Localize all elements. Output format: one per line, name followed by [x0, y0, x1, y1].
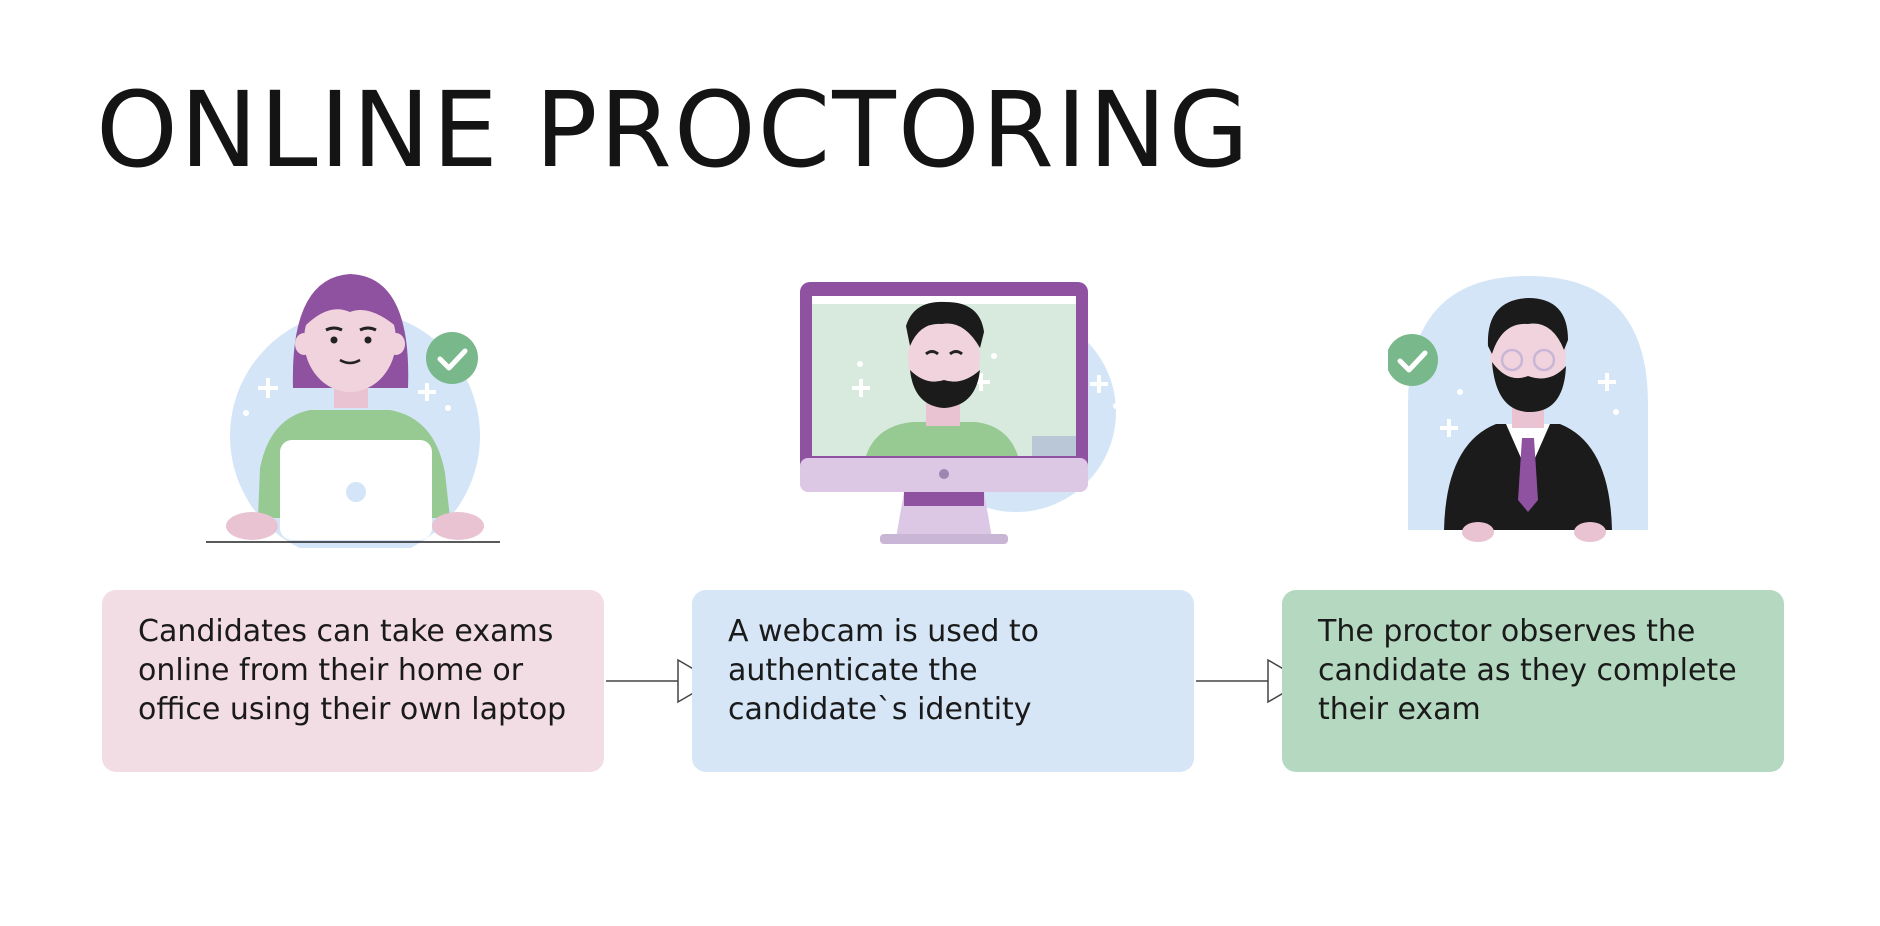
- step-3-box: The proctor observes the candidate as th…: [1282, 590, 1784, 772]
- step-1-text: Candidates can take exams online from th…: [138, 614, 567, 727]
- step-2-box: A webcam is used to authenticate the can…: [692, 590, 1194, 772]
- woman-with-laptop-icon: [206, 274, 500, 548]
- page-title: ONLINE PROCTORING: [96, 69, 1251, 191]
- proctor-icon: [1388, 276, 1648, 542]
- step-1-box: Candidates can take exams online from th…: [102, 590, 604, 772]
- step-3-text: The proctor observes the candidate as th…: [1318, 614, 1737, 727]
- step-2-text: A webcam is used to authenticate the can…: [728, 614, 1040, 727]
- webcam-monitor-icon: [800, 282, 1119, 544]
